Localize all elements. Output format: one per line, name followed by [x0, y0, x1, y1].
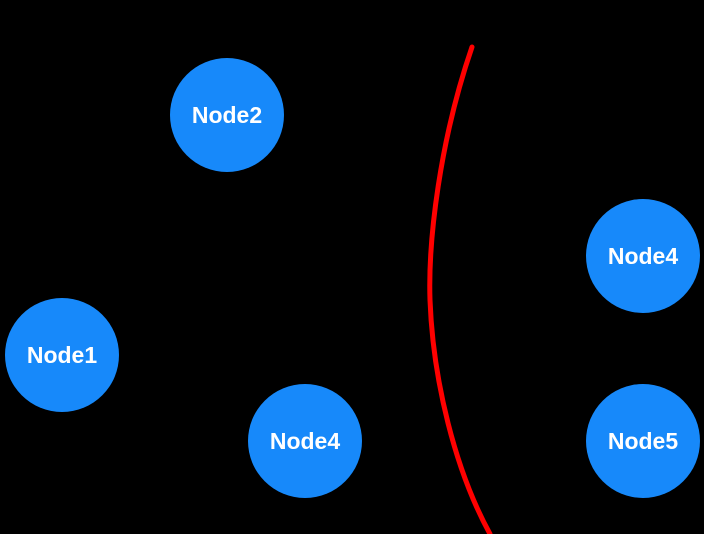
graph-node-node5[interactable]: Node5 [586, 384, 700, 498]
graph-node-node4-right[interactable]: Node4 [586, 199, 700, 313]
node-label: Node2 [191, 101, 263, 128]
node-label: Node4 [269, 427, 341, 454]
graph-node-node1[interactable]: Node1 [5, 298, 119, 412]
node-label: Node4 [607, 242, 679, 269]
red-curve-edge[interactable] [427, 44, 493, 534]
node-label: Node5 [607, 427, 679, 454]
graph-node-node4-center[interactable]: Node4 [248, 384, 362, 498]
graph-node-node2[interactable]: Node2 [170, 58, 284, 172]
node-label: Node1 [26, 341, 98, 368]
